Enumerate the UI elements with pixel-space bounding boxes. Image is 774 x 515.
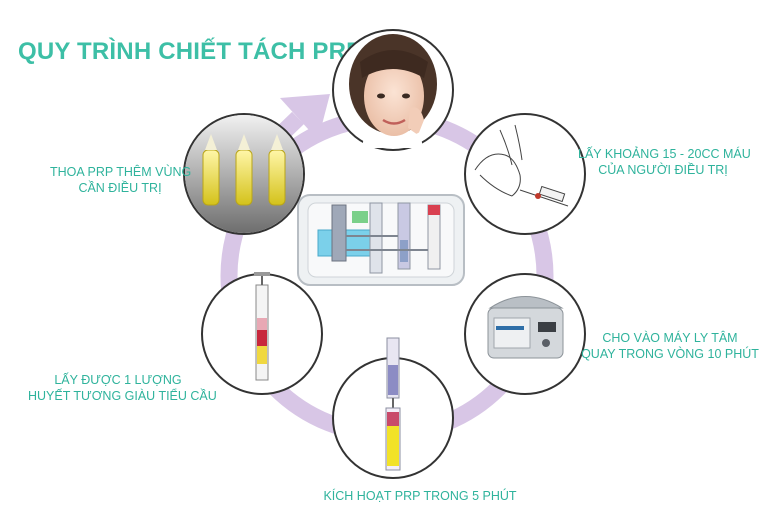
step-label-apply-line2: CẦN ĐIỀU TRỊ [78, 181, 162, 195]
activation-step-circle [332, 337, 454, 479]
step-label-centrifuge-line1: CHO VÀO MÁY LY TÂM [602, 331, 738, 345]
prp-kit-illustration [297, 194, 465, 286]
plasma-syringe-photo [254, 272, 270, 381]
prp-vials-photo [185, 115, 303, 233]
step-label-plasma: LẤY ĐƯỢC 1 LƯỢNG HUYẾT TƯƠNG GIÀU TIỂU C… [28, 372, 217, 404]
step-label-activate-line1: KÍCH HOẠT PRP TRONG 5 PHÚT [323, 489, 517, 503]
step-label-draw-blood-line2: CỦA NGƯỜI ĐIỀU TRỊ [598, 163, 728, 177]
syringe-arm-sketch [474, 124, 569, 207]
face-step-circle [332, 29, 454, 151]
step-label-plasma-line1: LẤY ĐƯỢC 1 LƯỢNG [54, 373, 182, 387]
centrifuge-machine-photo [487, 296, 564, 359]
centrifuge-step-circle [464, 273, 586, 395]
activation-syringes-photo [385, 337, 401, 471]
step-label-apply-line1: THOA PRP THÊM VÙNG [50, 165, 192, 179]
apply-step-circle [183, 113, 305, 235]
step-label-apply: THOA PRP THÊM VÙNG CẦN ĐIỀU TRỊ [50, 164, 192, 196]
woman-face-photo [349, 34, 437, 148]
step-label-centrifuge: CHO VÀO MÁY LY TÂM QUAY TRONG VÒNG 10 PH… [580, 330, 760, 362]
step-label-centrifuge-line2: QUAY TRONG VÒNG 10 PHÚT [581, 347, 759, 361]
step-label-draw-blood-line1: LẤY KHOẢNG 15 - 20CC MÁU [578, 147, 751, 161]
step-label-activate: KÍCH HOẠT PRP TRONG 5 PHÚT [315, 488, 525, 504]
blood-draw-step-circle [464, 113, 586, 235]
step-label-plasma-line2: HUYẾT TƯƠNG GIÀU TIỂU CẦU [28, 389, 217, 403]
diagram-title: QUY TRÌNH CHIẾT TÁCH PRP [18, 38, 363, 65]
step-label-draw-blood: LẤY KHOẢNG 15 - 20CC MÁU CỦA NGƯỜI ĐIỀU … [578, 146, 751, 178]
plasma-step-circle [201, 272, 323, 395]
